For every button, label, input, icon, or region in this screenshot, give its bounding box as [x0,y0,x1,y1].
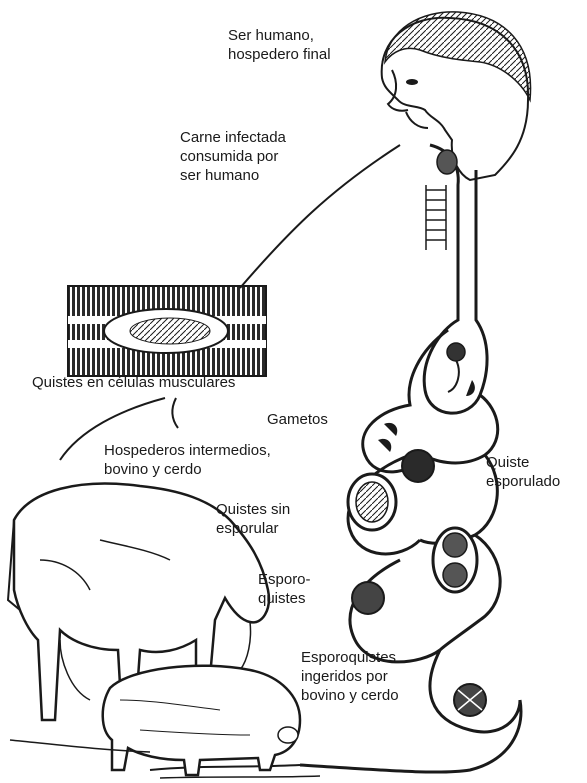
infected-meat-label: Carne infectada consumida por ser humano [180,128,286,185]
sporocyst [352,582,384,614]
ingested-sporocysts-label: Esporoquistes ingeridos por bovino y cer… [301,648,399,705]
throat-cyst [437,150,457,174]
pig-illustration [103,666,300,775]
muscle-to-hosts-line [172,398,178,428]
gametes-label: Gametos [267,410,328,429]
eye [406,79,418,85]
human-host-label: Ser humano, hospedero final [228,26,331,64]
human-head [382,12,531,180]
intermediate-hosts-label: Hospederos intermedios, bovino y cerdo [104,441,271,479]
unsporulated-cysts-label: Quistes sin esporular [216,500,290,538]
ingested-line [150,765,300,770]
muscle-tissue [68,286,266,376]
muscle-cysts-label: Quistes en células musculares [32,373,235,392]
sporocysts-label: Esporo- quistes [258,570,311,608]
sporulated-cyst [402,450,434,482]
sporulated-cyst-label: Quiste esporulado [486,453,560,491]
